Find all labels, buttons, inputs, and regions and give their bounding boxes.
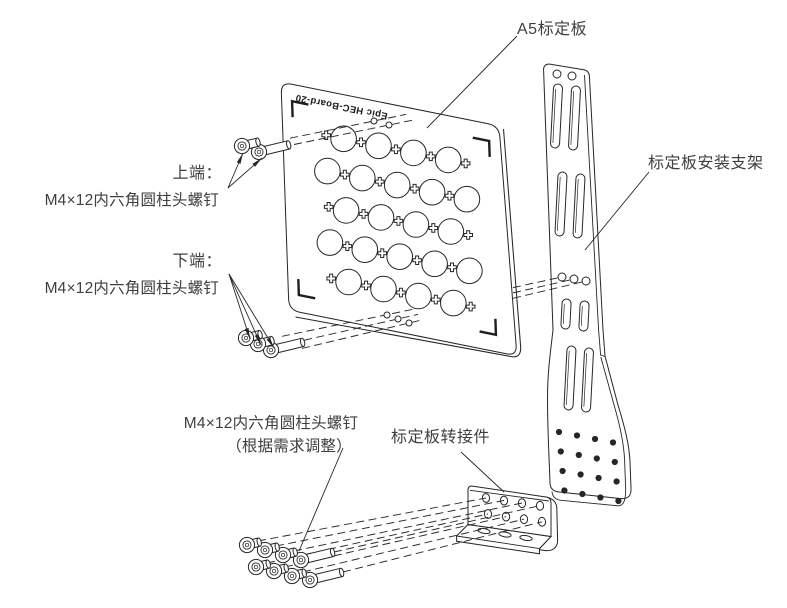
label-adapter: 标定板转接件	[391, 428, 490, 446]
screw	[250, 140, 292, 161]
label-lower-screws-title: 下端：	[172, 252, 222, 270]
mounting-bracket	[543, 63, 632, 507]
label-bracket: 标定板安装支架	[648, 154, 764, 172]
screw	[256, 541, 280, 559]
screw	[292, 547, 336, 569]
corner-fiducial-marks	[290, 99, 498, 337]
circle-grid-pattern	[314, 125, 483, 317]
screw	[233, 137, 261, 155]
alignment-axes	[257, 113, 585, 573]
screw	[247, 558, 271, 576]
label-adapter-screws-note: （根据需求调整）	[226, 437, 352, 455]
screw	[262, 337, 306, 359]
screw	[238, 536, 262, 554]
label-upper-screws-title: 上端：	[172, 164, 222, 182]
bracket-slots-holes	[550, 69, 622, 505]
label-lower-screws-spec: M4×12内六角圆柱头螺钉	[45, 279, 219, 297]
labels: A5标定板 标定板安装支架 上端： M4×12内六角圆柱头螺钉 下端： M4×1…	[45, 20, 764, 455]
label-board: A5标定板	[517, 20, 587, 38]
label-adapter-screws-spec: M4×12内六角圆柱头螺钉	[184, 414, 358, 432]
socket-head-screws	[233, 137, 345, 589]
leader-lines	[227, 35, 650, 552]
calibration-board: Epic HEC-Board-20	[280, 83, 522, 358]
adapter-bracket	[456, 485, 559, 555]
label-upper-screws-spec: M4×12内六角圆柱头螺钉	[45, 191, 219, 209]
screw	[265, 562, 289, 580]
